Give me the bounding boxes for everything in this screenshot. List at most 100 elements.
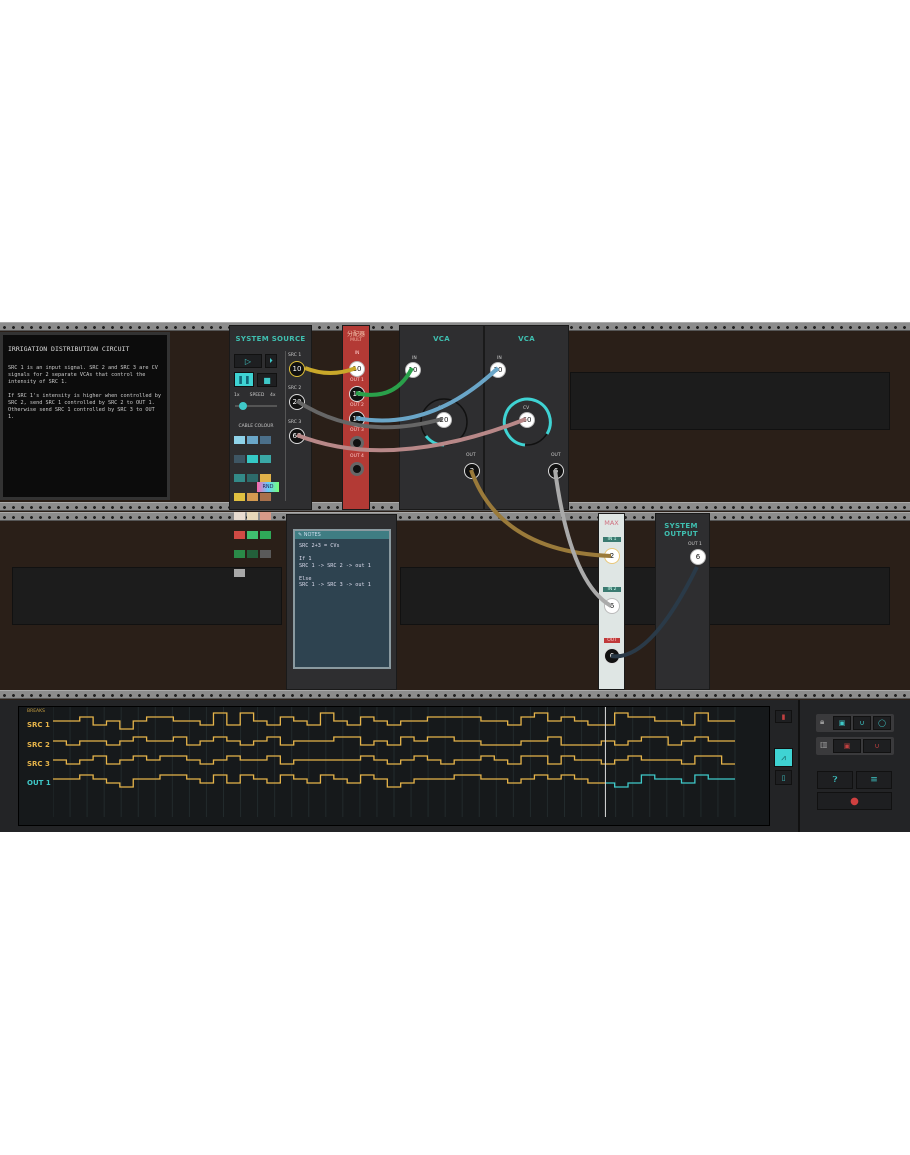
module-view-button[interactable]: ▯ (775, 770, 792, 785)
cable-colour-swatch[interactable] (234, 550, 245, 558)
play-button[interactable]: ▷ (234, 354, 262, 368)
out-label: OUT (551, 453, 561, 458)
rack-rail (0, 690, 910, 699)
module-icon: ▣ (838, 719, 846, 727)
mult-in-jack[interactable]: 10 (349, 361, 365, 377)
notes-line: SRC 1 -> SRC 3 -> out 1 (299, 582, 371, 588)
step-button[interactable]: ⏵ (265, 354, 277, 368)
in-label: IN (354, 351, 360, 356)
cable-colour-swatch[interactable] (260, 531, 271, 539)
cable-colour-swatch[interactable] (234, 569, 245, 577)
scope-trace-live (605, 774, 735, 788)
cable-colour-swatch[interactable] (247, 512, 258, 520)
lock-knobs-button[interactable]: ◯ (873, 716, 891, 730)
delete-cables-button[interactable]: ∪ (863, 739, 891, 753)
module-icon: ▯ (781, 773, 786, 782)
vca-in-jack[interactable]: 10 (490, 362, 506, 378)
help-button[interactable]: ❓︎ (817, 771, 853, 789)
cable-colour-swatch[interactable] (260, 436, 271, 444)
pause-button[interactable]: ❚❚ (234, 372, 254, 387)
module-title: VCA (518, 335, 535, 343)
cable-colour-swatch[interactable] (260, 493, 271, 501)
src1-output-jack[interactable]: 10 (289, 361, 305, 377)
notes-line: If 1 (299, 556, 312, 562)
menu-button[interactable]: ≡ (856, 771, 892, 789)
speed-slider-thumb[interactable] (239, 402, 248, 410)
speed-max-label: 4x (270, 393, 276, 398)
help-icon: ❓︎ (832, 775, 838, 784)
module-title: 分配器 (346, 331, 365, 338)
cable-colour-swatch[interactable] (260, 474, 271, 482)
divider (285, 351, 286, 501)
cable-colour-swatch[interactable] (260, 550, 271, 558)
module-title: SYSTEM OUTPUT (664, 522, 698, 538)
delete-modules-button[interactable]: ▣ (833, 739, 861, 753)
system-source-module: SYSTEM SOURCE ▷ ⏵ ❚❚ ■ 1x SPEED 4x CABLE… (229, 325, 312, 577)
cable-colour-swatch[interactable] (260, 512, 271, 520)
notes-title: ✎ NOTES (295, 531, 389, 539)
module-icon: ▣ (843, 742, 851, 750)
lock-cables-button[interactable]: ∪ (853, 716, 871, 730)
pause-icon: ❚❚ (237, 375, 251, 384)
scope-icon: ⩘ (781, 752, 786, 762)
scope-trace (53, 712, 735, 730)
play-icon: ▷ (244, 356, 252, 366)
scope-view-button[interactable]: ⩘ (774, 748, 793, 767)
cable-colour-swatch[interactable] (234, 512, 245, 520)
vca-cv-jack[interactable]: 60 (519, 412, 535, 428)
out1-label: OUT 1 (688, 542, 702, 547)
scope-row-label: SRC 3 (27, 760, 50, 768)
out-label: OUT 1 (350, 378, 364, 383)
mult-out1-jack[interactable]: 10 (349, 386, 365, 402)
cable-colour-swatch[interactable] (247, 474, 258, 482)
cable-icon: ∪ (874, 742, 880, 750)
briefing-title: IRRIGATION DISTRIBUTION CIRCUIT (8, 345, 130, 353)
mult-out4-jack[interactable] (350, 462, 364, 476)
record-button[interactable]: ● (817, 792, 892, 810)
max-in1-jack[interactable]: 2 (604, 548, 620, 564)
src2-label: SRC 2 (288, 386, 302, 391)
cable-colour-swatch[interactable] (234, 531, 245, 539)
random-colour-button[interactable]: RND (257, 482, 279, 492)
stop-button[interactable]: ■ (257, 373, 277, 387)
src2-output-jack[interactable]: 20 (289, 394, 305, 410)
module-title: MAX (604, 519, 619, 527)
out-label: OUT (604, 638, 620, 643)
scope-trace (53, 774, 606, 788)
cable-colour-swatch[interactable] (260, 455, 271, 463)
knob-icon: ◯ (878, 719, 886, 727)
vca-out-jack[interactable]: 6 (548, 463, 564, 479)
mult-module: 分配器 MULT IN 10 OUT 1 10 OUT 2 10 OUT 3 O… (342, 325, 370, 510)
cable-colour-swatch[interactable] (234, 474, 245, 482)
vca-cv-jack[interactable]: 20 (436, 412, 452, 428)
system-out1-jack[interactable]: 6 (690, 549, 706, 565)
lock-icon: 🔒︎ (820, 717, 825, 726)
module-subtitle: MULT (350, 338, 362, 343)
briefing-text: If SRC 1's intensity is higher when cont… (8, 393, 162, 420)
max-out-jack[interactable]: 6 (604, 648, 620, 664)
cable-colour-swatch[interactable] (234, 436, 245, 444)
src1-label: SRC 1 (288, 353, 302, 358)
notes-line: SRC 1 -> SRC 2 -> out 1 (299, 562, 371, 569)
in1-label: IN 1 (603, 537, 621, 542)
scope-row-label: SRC 2 (27, 741, 50, 749)
cable-colour-swatch[interactable] (247, 531, 258, 539)
cable-colour-swatch[interactable] (247, 455, 258, 463)
src3-output-jack[interactable]: 60 (289, 428, 305, 444)
speed-slider[interactable] (235, 402, 277, 410)
mult-out3-jack[interactable] (350, 436, 364, 450)
cable-colour-swatch[interactable] (234, 455, 245, 463)
max-in2-jack[interactable]: 6 (604, 598, 620, 614)
cable-colour-swatch[interactable] (247, 436, 258, 444)
vca-out-jack[interactable]: 2 (464, 463, 480, 479)
mult-out2-jack[interactable]: 10 (349, 411, 365, 427)
vca-in-jack[interactable]: 10 (405, 362, 421, 378)
trash-button[interactable]: ▮ (775, 710, 792, 723)
notes-line: Else (299, 575, 312, 582)
cable-colour-swatch[interactable] (247, 550, 258, 558)
cable-colour-swatch[interactable] (234, 493, 245, 501)
lock-modules-button[interactable]: ▣ (833, 716, 851, 730)
cable-colour-swatch[interactable] (247, 493, 258, 501)
